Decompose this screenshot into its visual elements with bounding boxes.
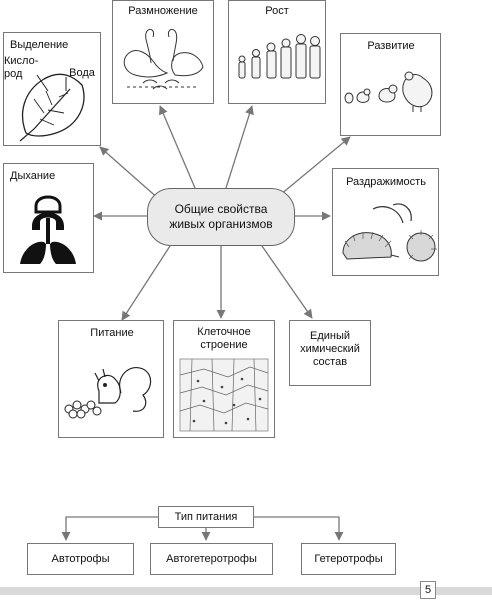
tree-branch-right xyxy=(254,516,344,541)
heterotrophs-box: Гетеротрофы xyxy=(301,543,396,575)
growth-card: Рост xyxy=(228,0,326,104)
reproduction-title: Размножение xyxy=(128,5,198,17)
central-concept: Общие свойства живых организмов xyxy=(147,188,295,246)
respiration-card: Дыхание xyxy=(3,163,94,273)
water-label: Вода xyxy=(69,67,95,79)
development-card: Развитие xyxy=(340,33,441,136)
tree-branch-left xyxy=(61,516,158,541)
hedgehog-icon xyxy=(342,203,437,262)
development-title: Развитие xyxy=(367,40,415,52)
leaf-icon xyxy=(19,73,85,142)
footer-bar-left xyxy=(0,587,420,595)
cellular-title: Клеточное строение xyxy=(197,326,251,351)
excretion-title: Выделение xyxy=(10,39,69,51)
squirrel-icon xyxy=(64,367,152,419)
irritability-card: Раздражимость xyxy=(332,168,439,276)
chemical-card: Единый химический состав xyxy=(289,320,371,386)
excretion-card: Выделение Кисло- род Вода xyxy=(3,32,101,146)
growth-title: Рост xyxy=(265,5,289,17)
autotrophs-box: Автотрофы xyxy=(27,543,134,575)
respiration-title: Дыхание xyxy=(10,170,56,182)
arrow-to-nutrition xyxy=(121,245,171,321)
swans-icon xyxy=(123,28,204,90)
arrow-to-reproduction xyxy=(159,105,196,189)
arrow-to-excretion xyxy=(99,146,161,201)
chemical-title: Единый химический состав xyxy=(300,330,360,368)
cells-icon xyxy=(179,358,269,432)
irritability-title: Раздражимость xyxy=(346,176,426,188)
page-number: 5 xyxy=(420,581,436,599)
nutrition-title: Питание xyxy=(90,327,134,339)
arrow-to-chemical xyxy=(261,245,313,319)
chicken-development-icon xyxy=(344,71,433,112)
footer-bar-right xyxy=(436,587,492,595)
cellular-card: Клеточное строение xyxy=(173,320,275,438)
nutrition-type-title: Тип питания xyxy=(158,506,254,528)
nutrition-card: Питание xyxy=(58,320,164,438)
reproduction-card: Размножение xyxy=(112,0,214,104)
arrow-to-development xyxy=(279,136,351,196)
lungs-icon xyxy=(20,195,76,264)
oxygen-label: Кисло- род xyxy=(4,55,39,80)
human-growth-icon xyxy=(238,34,321,79)
arrow-to-growth xyxy=(225,105,254,189)
mixotrophs-box: Автогетеротрофы xyxy=(150,543,273,575)
